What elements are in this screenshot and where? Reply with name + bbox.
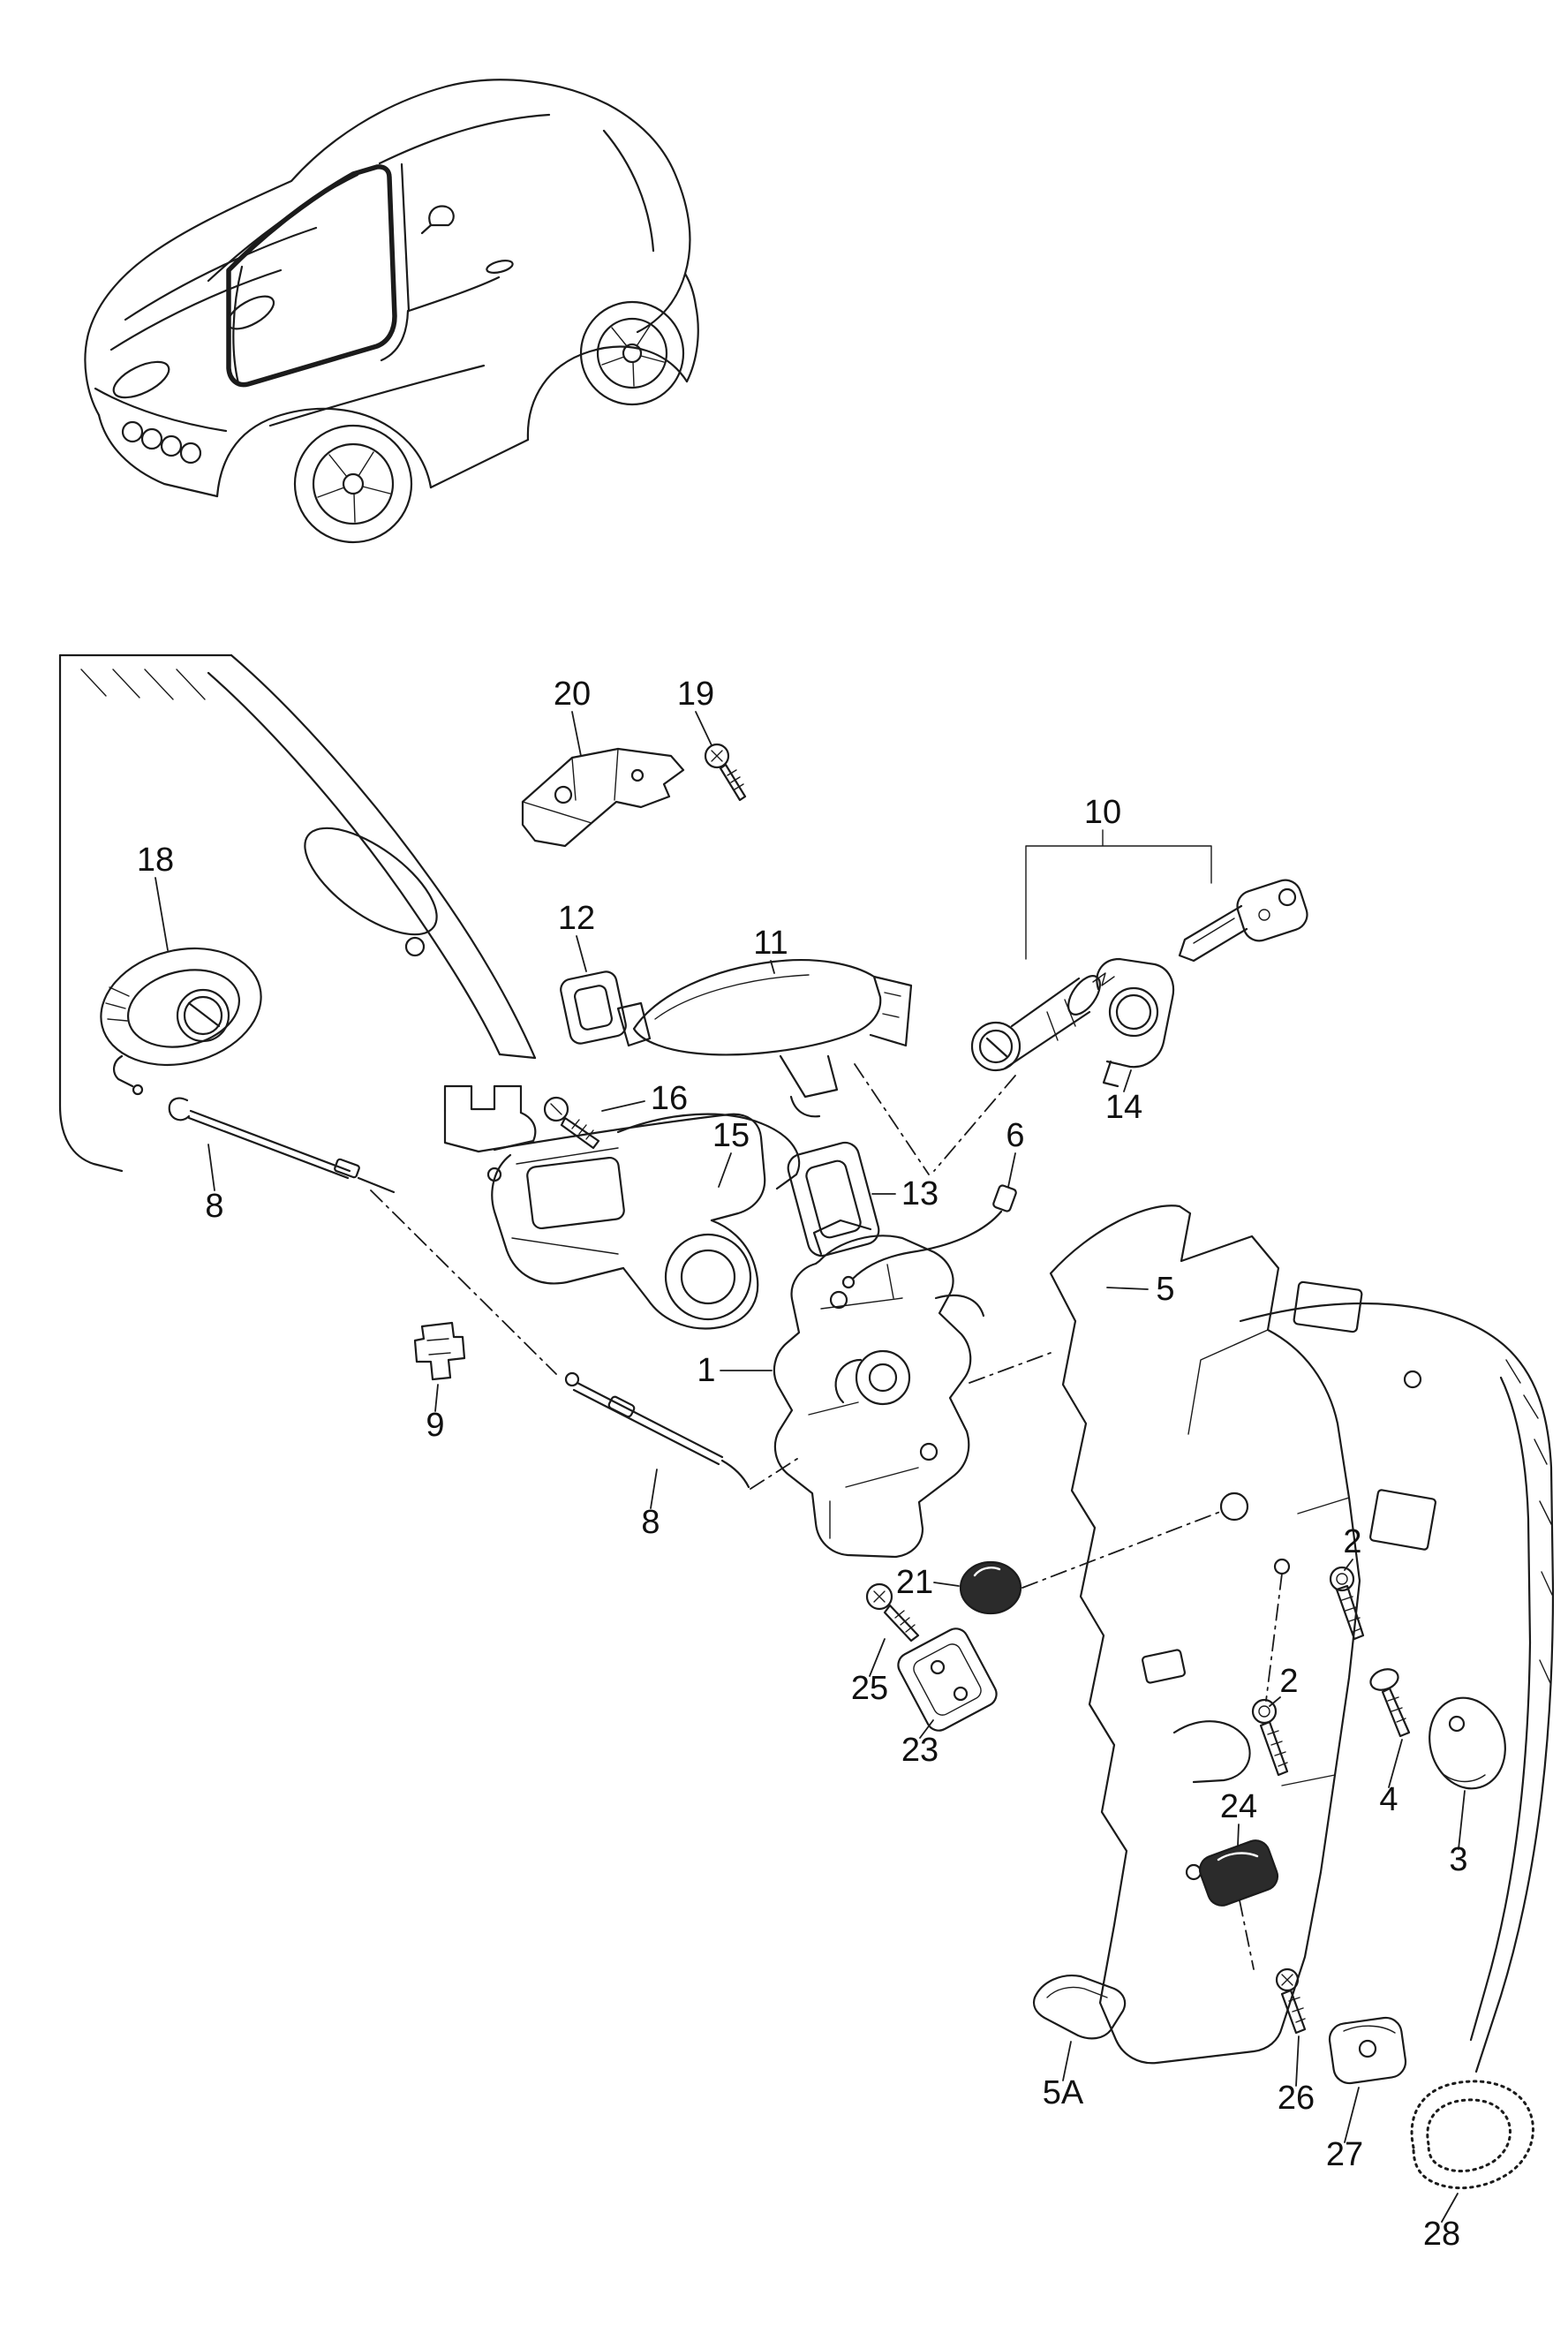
callout-10-bracket xyxy=(1025,829,1212,960)
callout-13: 13 xyxy=(901,1175,939,1212)
part-8-cable-lower xyxy=(564,1371,750,1489)
door-inner-panel xyxy=(58,653,537,1173)
part-2-bolt-upper xyxy=(1329,1566,1365,1641)
callout-4: 4 xyxy=(1379,1781,1398,1818)
callout-2-upper: 2 xyxy=(1343,1523,1361,1560)
part-6-cable xyxy=(841,1184,1017,1289)
callout-25: 25 xyxy=(851,1670,888,1707)
rear-wheel xyxy=(579,300,685,406)
callout-24: 24 xyxy=(1220,1788,1257,1825)
part-13-gasket-frame xyxy=(787,1141,880,1257)
part-14-cylinder-housing xyxy=(1096,957,1175,1088)
vehicle-key xyxy=(1178,879,1308,963)
callout-15: 15 xyxy=(712,1117,750,1154)
part-21-cover-cap xyxy=(959,1560,1022,1615)
part-18-bezel xyxy=(100,947,262,1096)
part-10-lock-cylinder xyxy=(970,972,1115,1072)
callout-14: 14 xyxy=(1105,1089,1142,1126)
callout-5: 5 xyxy=(1156,1271,1174,1308)
part-12-gasket xyxy=(560,970,627,1045)
callout-21: 21 xyxy=(896,1564,933,1601)
part-19-screw xyxy=(704,743,747,802)
callout-9: 9 xyxy=(426,1407,444,1444)
callout-8-lower: 8 xyxy=(641,1504,660,1541)
car-overview-sketch xyxy=(84,79,699,544)
callout-labels: 20 19 18 12 11 10 14 16 15 13 6 8 9 1 8 … xyxy=(137,676,1468,2253)
part-8-cable-upper xyxy=(168,1097,396,1194)
part-23-striker-plate xyxy=(897,1627,998,1732)
callout-12: 12 xyxy=(558,900,595,937)
part-4-screw xyxy=(1369,1668,1411,1738)
part-25-screw xyxy=(865,1582,920,1643)
callout-16: 16 xyxy=(651,1080,688,1117)
part-1-door-lock xyxy=(773,1219,985,1559)
part-24-buffer xyxy=(1198,1839,1279,1907)
callout-27: 27 xyxy=(1326,2136,1363,2173)
callout-20: 20 xyxy=(554,676,591,713)
part-5-carrier-panel xyxy=(1049,1205,1363,2065)
diagram-art xyxy=(58,79,1555,2190)
callout-8-upper: 8 xyxy=(205,1188,223,1225)
callout-19: 19 xyxy=(677,676,714,713)
part-28-seal xyxy=(1410,2080,1534,2190)
part-2-bolt-lower xyxy=(1251,1698,1289,1777)
callout-26: 26 xyxy=(1278,2080,1315,2117)
door-outer-panel xyxy=(1239,1302,1555,2073)
callout-5A: 5A xyxy=(1043,2074,1084,2111)
part-20-bracket xyxy=(521,747,685,848)
front-wheel xyxy=(293,424,413,544)
callout-28: 28 xyxy=(1423,2216,1460,2253)
callout-10: 10 xyxy=(1084,794,1121,831)
part-3-cap xyxy=(1429,1696,1506,1790)
part-26-screw xyxy=(1275,1967,1307,2035)
callout-11: 11 xyxy=(753,925,788,962)
callout-3: 3 xyxy=(1449,1841,1467,1878)
assembly-axis-lines xyxy=(370,1063,1283,1970)
part-5A-cover xyxy=(1032,1975,1127,2040)
part-15-handle-carrier xyxy=(443,1084,801,1330)
callout-23: 23 xyxy=(901,1732,939,1769)
callout-6: 6 xyxy=(1006,1117,1024,1154)
highlighted-door-window xyxy=(226,164,397,388)
callout-2-lower: 2 xyxy=(1279,1663,1298,1700)
audi-rings-icon xyxy=(121,420,202,464)
part-9-clip xyxy=(413,1321,466,1381)
callout-leader-lines xyxy=(155,711,1466,2223)
callout-18: 18 xyxy=(137,842,174,879)
part-11-door-handle xyxy=(616,959,913,1118)
part-27-stop-buffer xyxy=(1328,2016,1407,2085)
callout-1: 1 xyxy=(697,1352,715,1389)
